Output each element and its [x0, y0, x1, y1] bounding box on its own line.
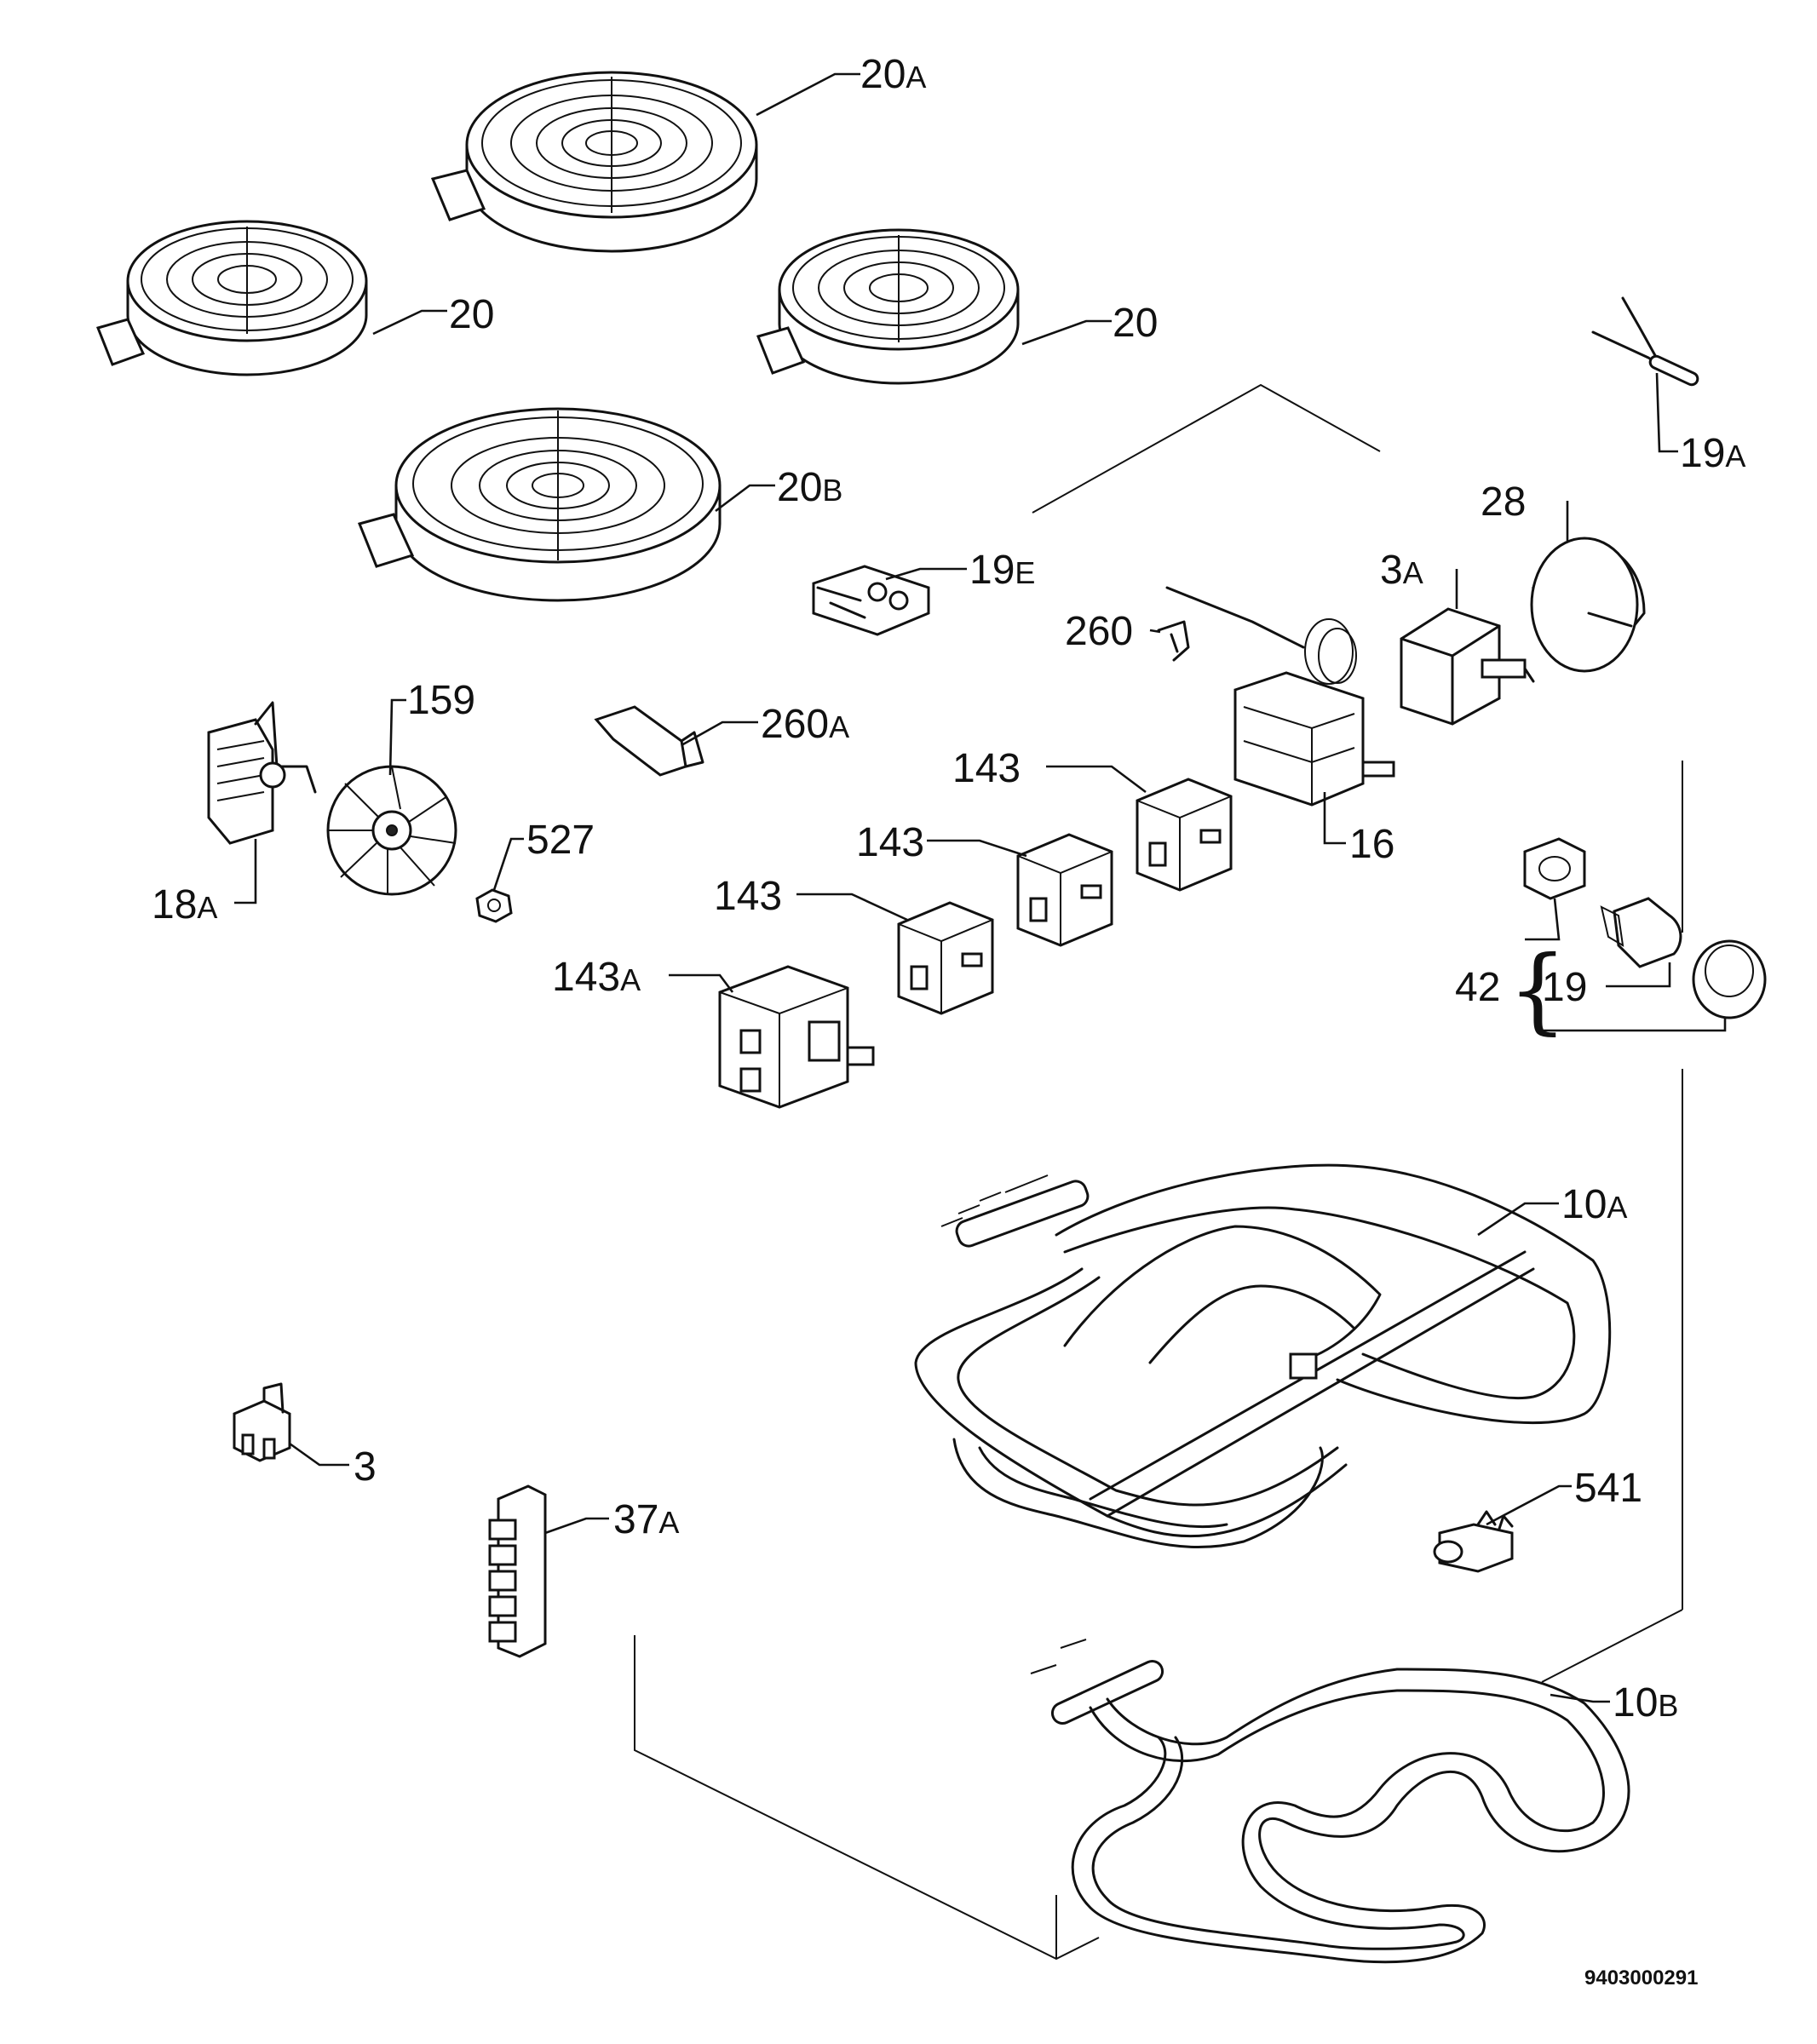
svg-text:20B: 20B	[777, 465, 842, 510]
part-label-260a: 260A	[761, 702, 849, 747]
leader-lines	[234, 72, 1727, 1703]
hob-plate-20b	[357, 407, 722, 602]
svg-text:3: 3	[354, 1444, 377, 1490]
part-label-28: 28	[1481, 479, 1526, 525]
part-label-260: 260	[1065, 609, 1133, 654]
energy-regulator-143-b	[1016, 833, 1113, 947]
fan-motor-18a	[207, 701, 317, 845]
bracket-260a	[594, 705, 704, 777]
part-label-143-a: 143	[952, 746, 1021, 791]
selector-switch-16	[1233, 671, 1395, 807]
svg-text:16: 16	[1349, 822, 1394, 867]
svg-text:10A: 10A	[1561, 1182, 1627, 1227]
part-label-527: 527	[526, 818, 595, 863]
part-label-143a: 143A	[552, 955, 641, 1000]
svg-text:19: 19	[1542, 965, 1587, 1010]
part-label-19a: 19A	[1680, 431, 1745, 476]
part-label-42: 42	[1455, 965, 1500, 1010]
bracket-brace: {	[1508, 935, 1567, 1044]
thermostat-3a	[1165, 586, 1535, 726]
thermal-cutout-3	[233, 1382, 291, 1462]
energy-regulator-143-a	[1136, 778, 1233, 892]
heating-element-10b	[1030, 1639, 1630, 1964]
svg-text:20A: 20A	[860, 52, 926, 97]
energy-regulator-143-c	[897, 901, 994, 1015]
part-label-37a: 37A	[613, 1497, 679, 1542]
hob-plate-20a	[430, 71, 758, 253]
svg-text:527: 527	[526, 818, 595, 863]
svg-text:42: 42	[1455, 965, 1500, 1010]
part-label-16: 16	[1349, 822, 1394, 867]
svg-text:541: 541	[1574, 1466, 1642, 1511]
part-label-143-c: 143	[714, 874, 782, 919]
svg-text:{: {	[1508, 935, 1567, 1044]
svg-text:143: 143	[714, 874, 782, 919]
part-label-3a: 3A	[1380, 548, 1423, 593]
part-label-20-left: 20	[449, 292, 494, 337]
fan-blade-159	[326, 765, 457, 896]
part-label-19: 19	[1542, 965, 1587, 1010]
sensor-probe-19a	[1591, 296, 1699, 387]
svg-text:260: 260	[1065, 609, 1133, 654]
svg-text:143: 143	[952, 746, 1021, 791]
part-label-20b: 20B	[777, 465, 842, 510]
part-label-20a: 20A	[860, 52, 926, 97]
clip-260	[1157, 620, 1190, 662]
part-label-18a: 18A	[152, 882, 217, 927]
nut-527	[475, 888, 513, 923]
svg-text:20: 20	[1113, 301, 1158, 346]
energy-regulator-143a	[718, 965, 875, 1109]
oven-lamp-assembly-42	[1523, 837, 1767, 1019]
drawing-code: 9403000291	[1584, 1966, 1698, 1989]
part-label-10a: 10A	[1561, 1182, 1627, 1227]
svg-text:28: 28	[1481, 479, 1526, 525]
svg-text:260A: 260A	[761, 702, 849, 747]
part-label-20-right: 20	[1113, 301, 1158, 346]
svg-text:9403000291: 9403000291	[1584, 1966, 1698, 1989]
part-label-143-b: 143	[856, 820, 924, 865]
svg-text:19A: 19A	[1680, 431, 1745, 476]
svg-text:20: 20	[449, 292, 494, 337]
svg-text:3A: 3A	[1380, 548, 1423, 593]
part-label-19e: 19E	[969, 548, 1035, 593]
hob-plate-20-left	[95, 220, 368, 376]
part-label-159: 159	[407, 678, 475, 723]
part-label-3: 3	[354, 1444, 377, 1490]
thermostat-knob-28	[1530, 537, 1646, 673]
part-label-541: 541	[1574, 1466, 1642, 1511]
svg-text:143: 143	[856, 820, 924, 865]
svg-text:18A: 18A	[152, 882, 217, 927]
svg-text:10B: 10B	[1613, 1680, 1678, 1725]
terminal-block-37a	[488, 1484, 547, 1658]
door-switch-19e	[812, 565, 930, 636]
hob-plate-20-right	[756, 228, 1020, 385]
svg-text:19E: 19E	[969, 548, 1035, 593]
part-label-10b: 10B	[1613, 1680, 1678, 1725]
assembly-guide-lines	[634, 383, 1683, 1961]
thermal-fuse-541	[1433, 1510, 1514, 1573]
svg-text:37A: 37A	[613, 1497, 679, 1542]
svg-text:159: 159	[407, 678, 475, 723]
svg-text:143A: 143A	[552, 955, 641, 1000]
heating-element-10a	[914, 1163, 1612, 1549]
